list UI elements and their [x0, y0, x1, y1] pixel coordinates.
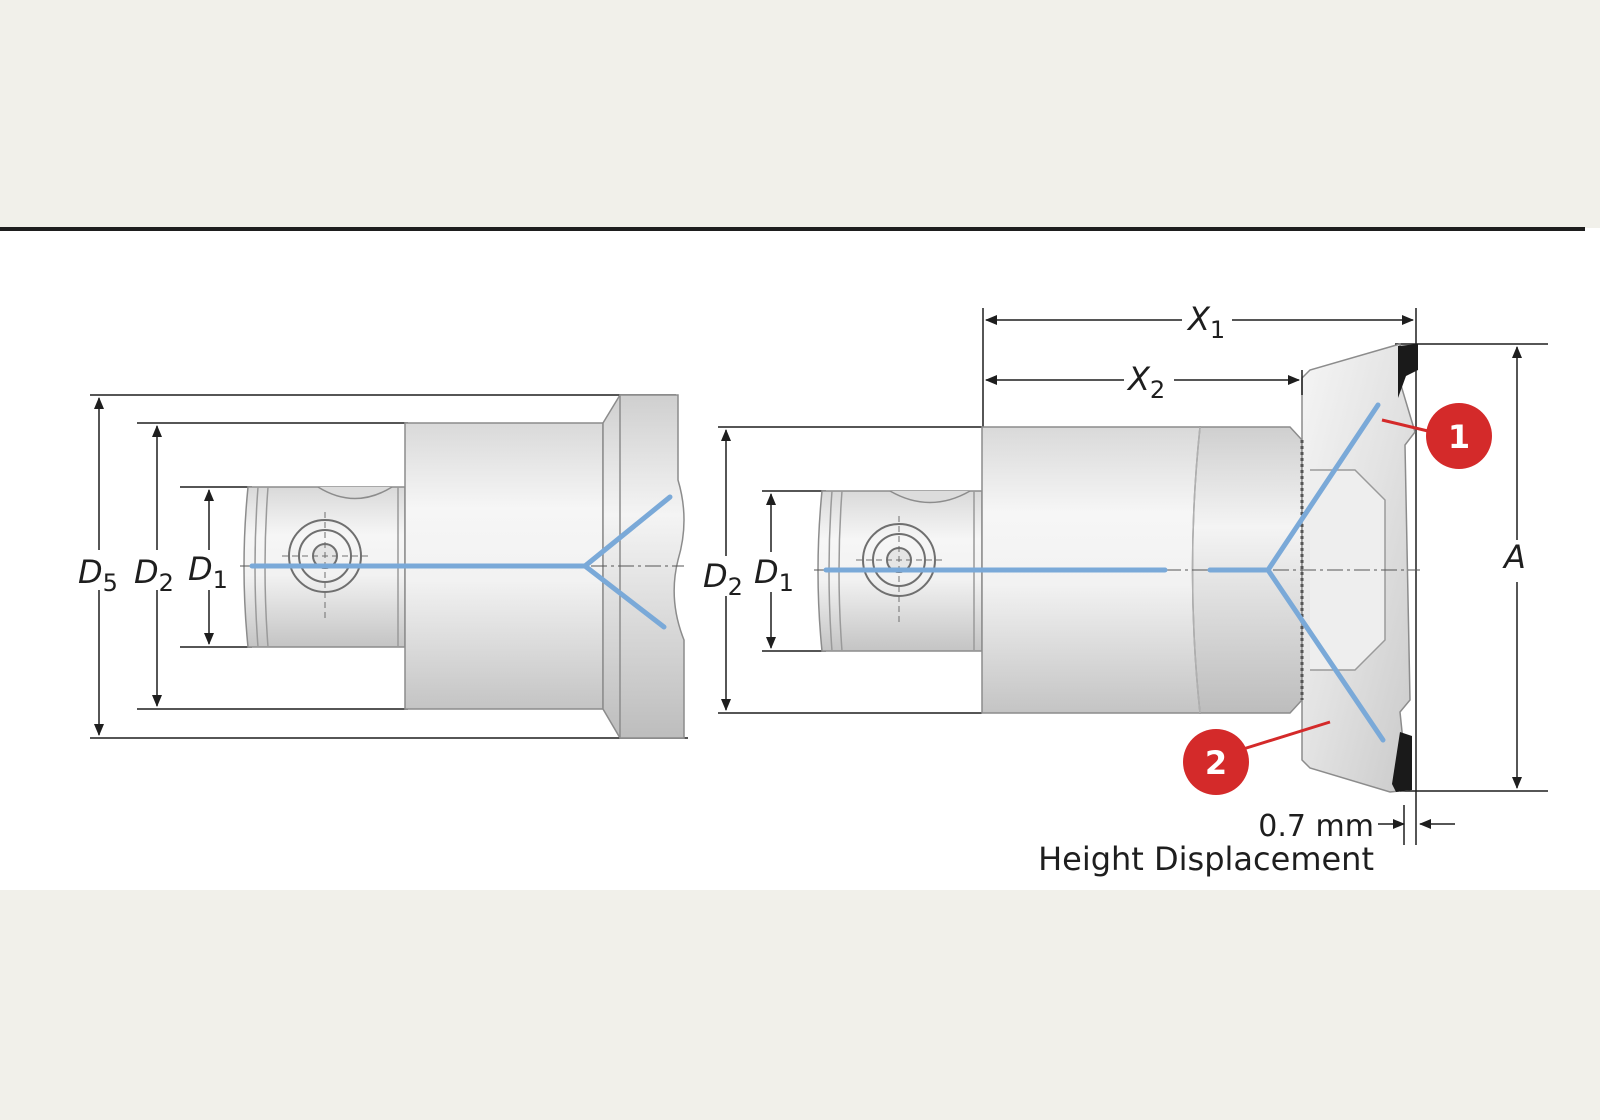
bottom-cutting-insert	[1392, 732, 1412, 792]
top-cutting-insert	[1398, 344, 1418, 398]
bottom-band	[0, 890, 1600, 1120]
d2-left-label: D2	[134, 553, 174, 597]
callout-badge-2	[1183, 729, 1249, 795]
d2-right-label: D2	[703, 557, 743, 601]
left-tool: D5 D2 D1	[78, 394, 688, 739]
a-label: A	[1502, 538, 1526, 576]
callout-number-1: 1	[1448, 418, 1470, 456]
x2-label: X2	[1126, 360, 1165, 404]
height-displacement-value: 0.7 mm	[1258, 809, 1374, 844]
right-tool: X1 X2 D2 D1 A 0.7 mm Height Displacement	[703, 300, 1548, 878]
left-coolant-channel	[249, 494, 673, 630]
top-band	[0, 0, 1600, 228]
height-displacement-caption: Height Displacement	[1038, 840, 1374, 878]
d1-right-label: D1	[754, 553, 794, 597]
callout-badge-1	[1426, 403, 1492, 469]
callout-number-2: 2	[1205, 744, 1227, 782]
d5-label: D5	[78, 553, 118, 597]
d1-left-label: D1	[188, 550, 228, 594]
x1-label: X1	[1186, 300, 1225, 344]
right-coolant-channel	[823, 402, 1386, 743]
